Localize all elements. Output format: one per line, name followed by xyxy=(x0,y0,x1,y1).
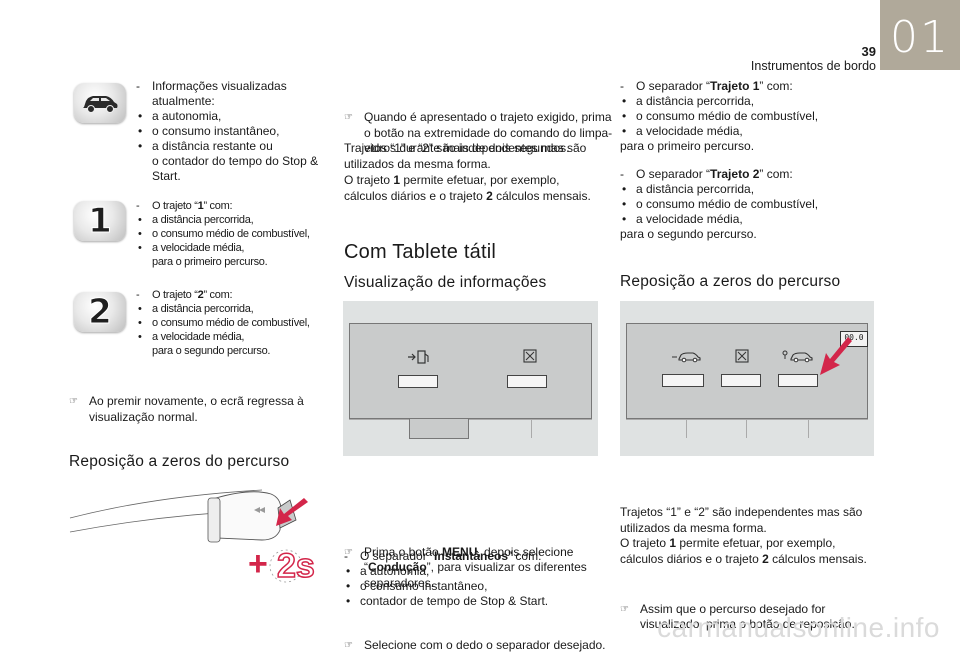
screen-button[interactable] xyxy=(721,374,761,387)
step-select-tab: Selecione com o dedo o separador desejad… xyxy=(344,638,619,654)
list-item: contador de tempo de Stop & Start. xyxy=(344,594,599,609)
note-press-wiper: Quando é apresentado o trajeto exigido, … xyxy=(344,110,614,157)
list-item: a velocidade média, xyxy=(620,124,870,139)
stop-start-icon xyxy=(523,349,537,363)
list-item-tail: para o primeiro percurso. xyxy=(620,139,755,153)
reset-heading-right: Reposição a zeros do percurso xyxy=(620,273,841,290)
info-block-trip-1: O trajeto “1” com: a distância percorrid… xyxy=(136,199,326,269)
screen-button[interactable] xyxy=(778,374,818,387)
tab-trip-1-description: O separador “Trajeto 1” com: a distância… xyxy=(620,79,870,154)
car-trip-icon xyxy=(782,350,813,363)
tab-trip-2-description: O separador “Trajeto 2” com: a distância… xyxy=(620,167,870,242)
fuel-pump-icon xyxy=(408,350,429,364)
screen-tab-active[interactable] xyxy=(409,419,469,439)
chapter-tab xyxy=(880,0,960,70)
list-item: a velocidade média, xyxy=(136,330,326,344)
list-item: o consumo médio de combustível, xyxy=(620,197,870,212)
screen-tab[interactable] xyxy=(349,419,410,438)
touch-screen-info xyxy=(343,301,598,456)
screen-button[interactable] xyxy=(507,375,547,388)
screen-content xyxy=(349,323,592,419)
screen-tab[interactable] xyxy=(808,419,868,438)
stop-start-icon xyxy=(735,349,749,363)
list-item: o consumo instantâneo, xyxy=(344,579,599,594)
wiper-stalk-illustration xyxy=(66,480,326,590)
list-item: a autonomia, xyxy=(136,109,321,124)
list-item: o consumo médio de combustível, xyxy=(136,316,326,330)
list-item: Informações visualizadas atualmente: xyxy=(136,79,321,109)
screen-button[interactable] xyxy=(662,374,704,387)
note-reset: Assim que o percurso desejado for visual… xyxy=(620,602,890,633)
paragraph-trips-right: Trajetos “1” e “2” são independentes mas… xyxy=(620,505,863,535)
section-title: Instrumentos de bordo xyxy=(750,59,876,73)
list-item: a distância percorrida, xyxy=(620,94,870,109)
screen-tab[interactable] xyxy=(469,419,532,438)
list-item: O trajeto “2” com: xyxy=(136,288,326,302)
screen-tab[interactable] xyxy=(746,419,809,438)
list-item: a distância percorrida, xyxy=(136,213,326,227)
list-item: o consumo instantâneo, xyxy=(136,124,321,139)
heading-touch-tablet: Com Tablete tátil xyxy=(344,241,496,263)
car-icon xyxy=(74,83,126,123)
list-item: O separador “Trajeto 1” com: xyxy=(620,79,870,94)
note-return: Ao premir novamente, o ecrã regressa à v… xyxy=(69,394,339,425)
watermark: carmanualsonline.info xyxy=(657,612,940,643)
list-item: o consumo médio de combustível, xyxy=(136,227,326,241)
paragraph-trip-usage-right: O trajeto 1 permite efetuar, por exemplo… xyxy=(620,536,867,566)
list-item: a distância restante ou xyxy=(136,139,321,154)
screen-tab[interactable] xyxy=(626,419,687,438)
paragraph-trips: Trajetos “1” e “2” são independentes mas… xyxy=(344,141,587,171)
list-item-tail: para o primeiro percurso. xyxy=(152,256,268,268)
pointer-arrow-icon xyxy=(820,337,852,375)
list-item: O trajeto “1” com: xyxy=(136,199,326,213)
list-item: O separador “Instantâneos” com: xyxy=(344,549,599,564)
press-duration: 2s xyxy=(276,546,315,586)
list-item: o consumo médio de combustível, xyxy=(620,109,870,124)
list-item: a autonomia, xyxy=(344,564,599,579)
list-item-tail: para o segundo percurso. xyxy=(152,345,271,357)
press-plus: + xyxy=(248,545,268,583)
list-item: O separador “Trajeto 2” com: xyxy=(620,167,870,182)
list-item: a velocidade média, xyxy=(136,241,326,255)
trip-1-icon: 1 xyxy=(74,201,126,242)
list-item-tail: o contador do tempo do Stop & Start. xyxy=(152,154,319,183)
screen-tab[interactable] xyxy=(531,419,592,438)
list-item: a distância percorrida, xyxy=(620,182,870,197)
trip-2-icon: 2 xyxy=(74,292,126,333)
screen-tab-bar xyxy=(626,419,868,439)
reset-heading-left: Reposição a zeros do percurso xyxy=(69,453,290,470)
car-range-icon xyxy=(672,352,701,363)
tab-instant-description: O separador “Instantâneos” com: a autono… xyxy=(344,549,599,609)
list-item: a velocidade média, xyxy=(620,212,870,227)
screen-button[interactable] xyxy=(398,375,438,388)
touch-screen-reset: 00.0 xyxy=(620,301,874,456)
chapter-number: 01 xyxy=(890,12,950,63)
info-block-current: Informações visualizadas atualmente: a a… xyxy=(136,79,321,184)
page-number: 39 xyxy=(861,44,876,59)
screen-tab-bar xyxy=(349,419,592,439)
list-item-tail: para o segundo percurso. xyxy=(620,227,757,241)
subheading-info-display: Visualização de informações xyxy=(344,274,547,291)
list-item: a distância percorrida, xyxy=(136,302,326,316)
screen-tab[interactable] xyxy=(686,419,747,438)
info-block-trip-2: O trajeto “2” com: a distância percorrid… xyxy=(136,288,326,358)
paragraph-trip-usage: O trajeto 1 permite efetuar, por exemplo… xyxy=(344,173,591,203)
